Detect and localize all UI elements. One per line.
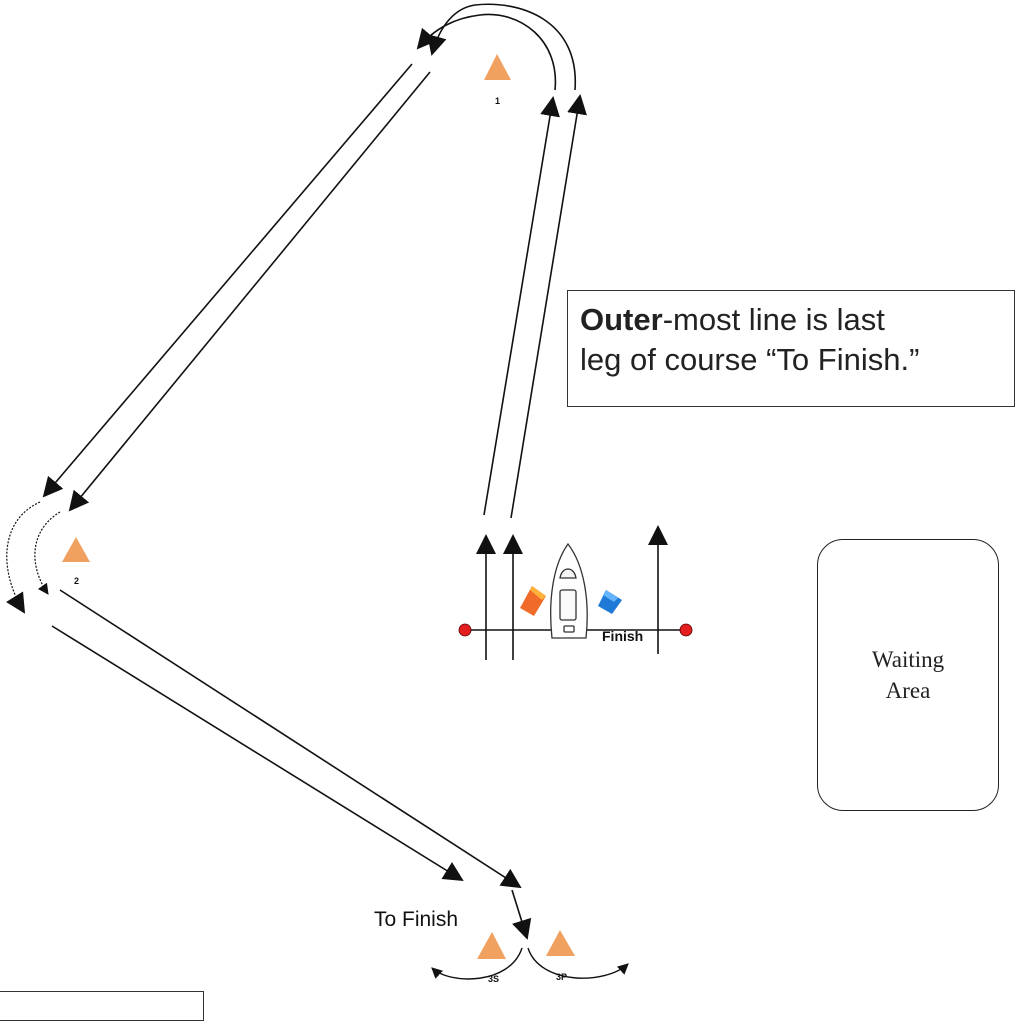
buoy-1-label: 1: [495, 96, 501, 106]
leg-1-to-2: [42, 63, 431, 512]
waiting-area: Waiting Area: [817, 539, 999, 811]
rounding-arc-buoy-1: [416, 3, 576, 91]
partial-box: [0, 991, 204, 1021]
buoy-2-icon: [62, 537, 90, 562]
course-note: Outer-most line is last leg of course “T…: [567, 290, 1015, 407]
leg-start-to-1: [483, 94, 587, 519]
buoy-3s-label: 3S: [488, 974, 500, 984]
flag-right-icon: [598, 590, 622, 614]
boat-icon: [550, 542, 588, 639]
note-line-1-rest: -most line is last: [662, 302, 885, 337]
leg-2-to-3: [51, 589, 522, 889]
finish-pin-left: [458, 623, 472, 637]
buoy-3p-icon: [546, 930, 575, 956]
note-bold-word: Outer: [580, 302, 663, 337]
waiting-area-line-1: Waiting: [871, 647, 945, 672]
flag-left-icon: [520, 586, 546, 616]
to-finish-label: To Finish: [374, 908, 459, 931]
gate-arcs-3: [431, 947, 629, 980]
buoy-3p-label: 3P: [556, 972, 568, 982]
finish-crossing-arrows: [476, 525, 668, 660]
buoy-1-icon: [484, 54, 511, 80]
note-line-2: leg of course “To Finish.”: [580, 342, 920, 377]
rounding-arc-buoy-2: [6, 501, 61, 614]
buoy-2-label: 2: [74, 576, 80, 586]
buoy-3s-icon: [477, 932, 506, 959]
waiting-area-line-2: Area: [885, 678, 931, 703]
finish-pin-right: [679, 623, 693, 637]
note-line-1: Outer-most line is last: [580, 300, 1002, 340]
to-finish-turn-arrow: [511, 889, 532, 940]
finish-label: Finish: [602, 628, 644, 644]
